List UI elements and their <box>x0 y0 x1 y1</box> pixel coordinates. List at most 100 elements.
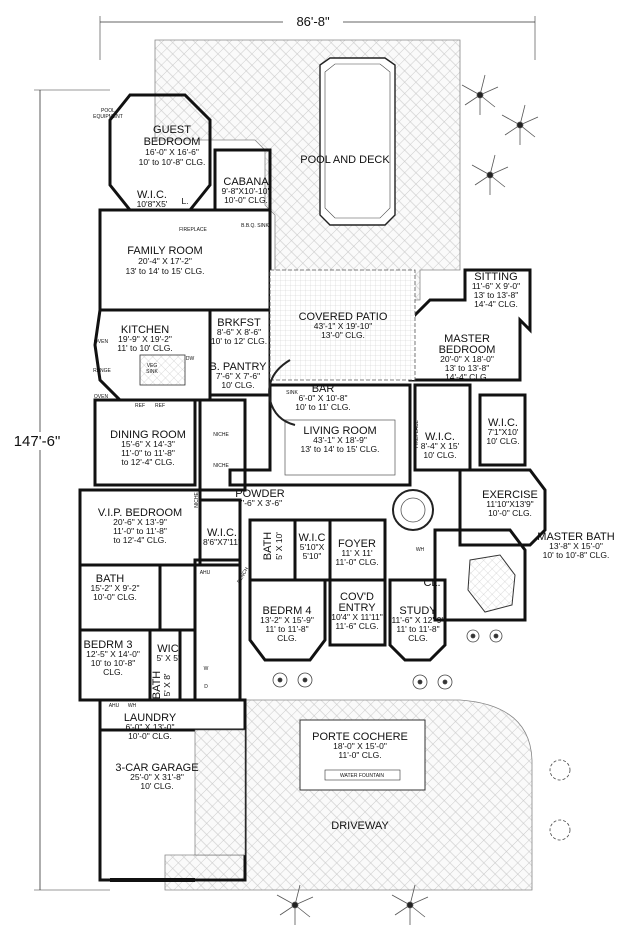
wh-1-label: WH <box>416 547 425 553</box>
kitchen-dims-1: 19'-9" X 19'-2" <box>118 334 172 344</box>
sink-bar-label: SINK <box>286 390 298 396</box>
exercise-title: EXERCISE <box>482 489 538 501</box>
wic-bedrm4-dims-2: 5'10" <box>303 551 322 561</box>
covered-patio-area <box>269 269 416 381</box>
d-mark: D <box>204 684 208 690</box>
guest-bedroom-dims-1: 16'-0" X 16'-6" <box>145 147 199 157</box>
bedrm-4-dims-3: CLG. <box>277 633 297 643</box>
wh-2-label: WH <box>128 703 137 709</box>
family-room-dims-2: 13' to 14' to 15' CLG. <box>125 266 204 276</box>
range-label: RANGE <box>93 368 111 374</box>
pool <box>319 57 396 226</box>
powder-title: POWDER <box>235 488 285 500</box>
guest-wic-dims: 10'8"X5' <box>137 199 168 209</box>
b-pantry-dims-2: 10' CLG. <box>221 380 254 390</box>
covered-patio-title: COVERED PATIO <box>299 311 388 323</box>
bedrm-4-dims-1: 13'-2" X 15'-9" <box>260 615 314 625</box>
oven-2-label: OVEN <box>94 394 109 400</box>
driveway-title: DRIVEWAY <box>331 820 389 832</box>
palm-trees <box>276 74 539 925</box>
study-dims-3: CLG. <box>408 633 428 643</box>
master-bedroom-dims-3: 14'-4" CLG. <box>445 372 489 382</box>
master-bedroom-dims-1: 20'-0" X 18'-0" <box>440 354 494 364</box>
dining-room-dims-3: to 12'-4" CLG. <box>121 457 174 467</box>
bar-dims-2: 10' to 11' CLG. <box>295 402 351 412</box>
garage-dims-2: 10' CLG. <box>140 781 173 791</box>
master-bath-tub <box>467 554 516 613</box>
pool-equipment-label-2: EQUIPMENT <box>93 114 123 120</box>
guest-bedroom-title-1: GUEST <box>153 124 191 136</box>
covd-entry-title-2: ENTRY <box>338 602 376 614</box>
covered-patio-dims-2: 13'-0" CLG. <box>321 330 365 340</box>
niche-2-label: NICHE <box>213 463 229 469</box>
wic-bedrm3-title: WIC <box>157 643 178 655</box>
width-dimension: 86'-8" <box>296 14 330 29</box>
bedrm-4-dims-2: 11' to 11'-8" <box>265 624 308 634</box>
sitting-title: SITTING <box>474 271 517 283</box>
cabana-title: CABANA <box>223 176 269 188</box>
living-room-dims-2: 13' to 14' to 15' CLG. <box>300 444 379 454</box>
sitting-dims-1: 11'-6" X 9'-0" <box>472 281 520 291</box>
wic-bedrm3-dims-1: 5' X 5' <box>156 653 179 663</box>
master-wic-2-dims-1: 7'1"X10' <box>488 427 519 437</box>
driveway-paving <box>164 699 533 891</box>
porte-cochere-dims-1: 18'-0" X 15'-0" <box>333 741 387 751</box>
dining-room-dims-1: 15'-6" X 14'-3" <box>121 439 175 449</box>
bath-v-title: BATH <box>262 532 274 561</box>
pool-inner <box>324 63 391 219</box>
laundry-dims-1: 6'-0" X 13'-0" <box>126 722 175 732</box>
master-bath-title: MASTER BATH <box>537 531 614 543</box>
brkfst-title: BRKFST <box>217 317 261 329</box>
pool-deck-paving <box>154 39 461 301</box>
covd-entry-dims-1: 10'4" X 11'11" <box>331 612 383 622</box>
bath-2-dims-2: 10'-0" CLG. <box>93 592 137 602</box>
bath-3-dims-1: 5' X 8' <box>162 673 172 696</box>
master-bedroom-dims-2: 13' to 13'-8" <box>445 363 490 373</box>
b-pantry-title: B. PANTRY <box>209 361 267 373</box>
master-wic-1-title: W.I.C. <box>425 431 455 443</box>
garage-title: 3-CAR GARAGE <box>115 762 198 774</box>
cl-title: CL. <box>423 577 440 589</box>
room-labels: GUEST BEDROOM 16'-0" X 16'-6" 10' to 10'… <box>84 124 615 832</box>
vip-wic-dims-1: 8'6"X7'11" <box>203 537 241 547</box>
master-wic-1-dims-1: 8'-4" X 15' <box>421 441 460 451</box>
bedrm-3-dims-3: CLG. <box>103 667 123 677</box>
wic-bedrm4-title: W.I.C <box>299 532 326 544</box>
brkfst-dims-2: 10' to 12' CLG. <box>211 336 267 346</box>
ref-2-label: REF <box>155 403 165 409</box>
veg-sink-label-2: SINK <box>146 369 158 375</box>
study-dims-1: 11'-6" X 12'-9" <box>391 615 444 625</box>
dining-room-title: DINING ROOM <box>110 429 186 441</box>
laundry-dims-2: 10'-0" CLG. <box>128 731 172 741</box>
living-room-dims-1: 43'-1" X 18'-9" <box>313 435 367 445</box>
master-bedroom-title-1: MASTER <box>444 333 490 345</box>
covered-patio-dims-1: 43'-1" X 19'-10" <box>314 321 372 331</box>
foyer-dims-2: 11'-0" CLG. <box>335 557 378 567</box>
vip-bedroom-dims-3: to 12'-4" CLG. <box>113 535 166 545</box>
foyer-dims-1: 11' X 11' <box>341 548 373 558</box>
guest-bedroom-dims-2: 10' to 10'-8" CLG. <box>139 157 206 167</box>
shrubs <box>272 629 571 841</box>
ahu-1-label: AHU <box>200 570 211 576</box>
niche-1-label: NICHE <box>213 432 229 438</box>
rotunda-inner <box>400 497 426 523</box>
living-room-rug <box>284 419 396 476</box>
bath-v-dims-1: 5' X 10' <box>274 532 284 560</box>
fireplace-family-label: FIREPLACE <box>179 227 207 233</box>
study-dims-2: 11' to 11'-8" <box>396 624 439 634</box>
foyer-title: FOYER <box>338 538 376 550</box>
bath-3-title: BATH <box>151 671 163 700</box>
width-dimension-line: 86'-8" <box>99 13 536 60</box>
covd-entry-title-1: COV'D <box>340 591 374 603</box>
garage-dims-1: 25'-0" X 31'-8" <box>130 772 184 782</box>
vip-bedroom-title: V.I.P. BEDROOM <box>98 507 182 519</box>
bedrm-3-dims-2: 10' to 10'-8" <box>91 658 136 668</box>
ahu-2-label: AHU <box>109 703 120 709</box>
laundry-title: LAUNDRY <box>124 712 177 724</box>
sitting-dims-3: 14'-4" CLG. <box>474 299 518 309</box>
garage-doors <box>110 729 246 882</box>
l-mark: L. <box>181 196 188 206</box>
bench-label: BENCH <box>236 566 250 584</box>
porte-cochere-dims-2: 11'-0" CLG. <box>338 750 381 760</box>
bedrm-3-dims-1: 12'-5" X 14'-0" <box>86 649 140 659</box>
